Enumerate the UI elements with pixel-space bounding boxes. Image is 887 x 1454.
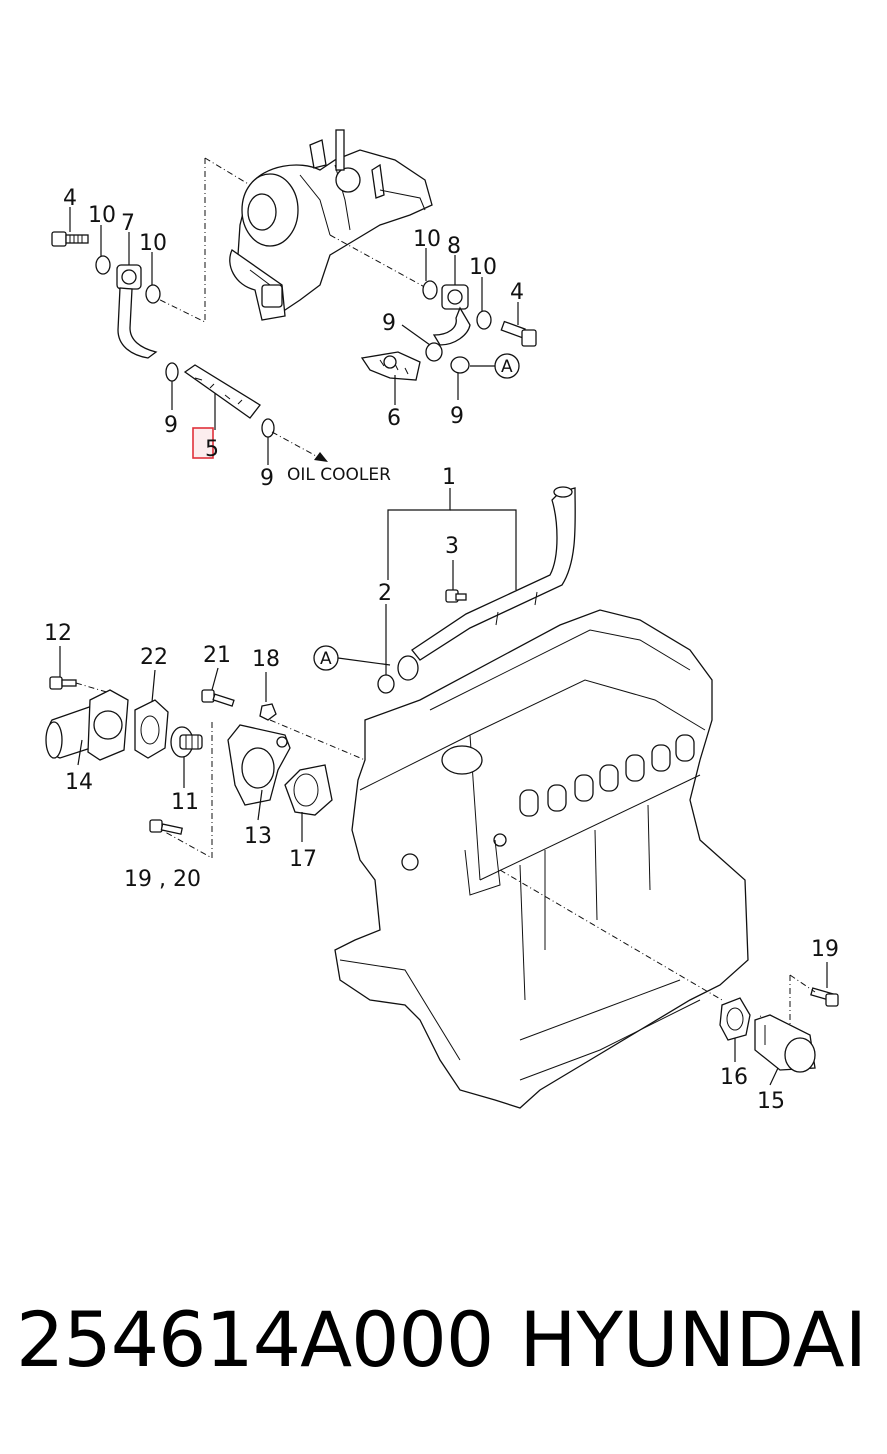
outlet-14 (45, 689, 129, 761)
callout-21: 21 (203, 643, 231, 668)
callout-22: 22 (140, 645, 168, 670)
gasket-22 (134, 699, 169, 759)
bolt-4-right (500, 320, 537, 347)
callout-2: 2 (378, 581, 392, 606)
housing-13 (227, 724, 291, 806)
callout-1: 1 (442, 465, 456, 490)
clamp-9-c (425, 342, 443, 362)
callout-13: 13 (244, 824, 272, 849)
engine-block-drawing (334, 609, 749, 1109)
washer-10-a (95, 255, 111, 275)
oil-cooler-arrowhead (314, 452, 328, 462)
leader-lines (59, 207, 828, 1086)
water-pipe-1 (397, 486, 576, 681)
callout-16: 16 (720, 1065, 748, 1090)
bolt-19 (810, 987, 839, 1007)
oil-cooler-arrow-line (271, 431, 319, 458)
callout-19-20: 19 , 20 (124, 867, 201, 892)
callout-11: 11 (171, 790, 199, 815)
ref-marker-a-top (494, 353, 520, 379)
callout-9-b: 9 (164, 413, 178, 438)
bolt-12 (49, 676, 77, 690)
turbo-dash-left (204, 157, 251, 186)
engine-dash-rear (499, 869, 723, 1001)
bolt-21 (201, 689, 235, 707)
callout-17: 17 (289, 847, 317, 872)
ref-marker-a-top-label: A (501, 357, 513, 377)
clamp-9-d (450, 356, 470, 374)
callout-7: 7 (121, 211, 135, 236)
nut-18 (259, 703, 277, 721)
banjo-8 (432, 284, 471, 346)
thermostat-11 (170, 726, 203, 758)
gasket-17 (284, 764, 333, 816)
part-number-text: 254614A000 (16, 1295, 494, 1384)
ref-marker-a-mid-label: A (320, 649, 332, 669)
callout-3: 3 (445, 534, 459, 559)
hose-5 (183, 364, 261, 419)
callout-5: 5 (205, 437, 219, 462)
callout-6: 6 (387, 406, 401, 431)
callout-18: 18 (252, 647, 280, 672)
highlight-box-part-5 (192, 427, 214, 459)
engine-dash-front (269, 719, 366, 761)
callout-9-c: 9 (260, 466, 274, 491)
hose-6 (360, 351, 421, 381)
callout-4-right: 4 (510, 280, 524, 305)
banjo-7 (116, 264, 158, 359)
brand-text: HYUNDAI (519, 1295, 867, 1384)
parts-diagram: 4 10 7 10 10 8 10 4 9 9 5 9 6 9 1 3 2 12… (44, 129, 839, 1114)
bolt-4-left (51, 231, 89, 247)
callout-10-c: 10 (413, 227, 441, 252)
bolt-19-20 (149, 819, 183, 835)
callout-9-a: 9 (382, 311, 396, 336)
o-ring-2 (377, 674, 395, 694)
callout-4-left: 4 (63, 186, 77, 211)
callout-14: 14 (65, 770, 93, 795)
callout-10-a: 10 (88, 203, 116, 228)
callout-12: 12 (44, 621, 72, 646)
callout-9-d: 9 (450, 404, 464, 429)
callout-10-b: 10 (139, 231, 167, 256)
washer-10-c (422, 280, 438, 300)
bolt-3 (445, 589, 467, 603)
callout-10-d: 10 (469, 255, 497, 280)
turbo-dash-right (329, 234, 431, 291)
turbo-dash-vertical (151, 158, 206, 323)
callout-15: 15 (757, 1089, 785, 1114)
turbocharger-drawing (229, 129, 433, 321)
callout-8: 8 (447, 234, 461, 259)
gasket-16 (719, 997, 751, 1041)
oil-cooler-label: OIL COOLER (287, 465, 391, 485)
callout-19: 19 (811, 937, 839, 962)
clamp-9-b (261, 418, 275, 438)
clamp-9-a (165, 362, 179, 382)
outlet-15 (754, 1014, 816, 1073)
washer-10-b (145, 284, 161, 304)
washer-10-d (476, 310, 492, 330)
